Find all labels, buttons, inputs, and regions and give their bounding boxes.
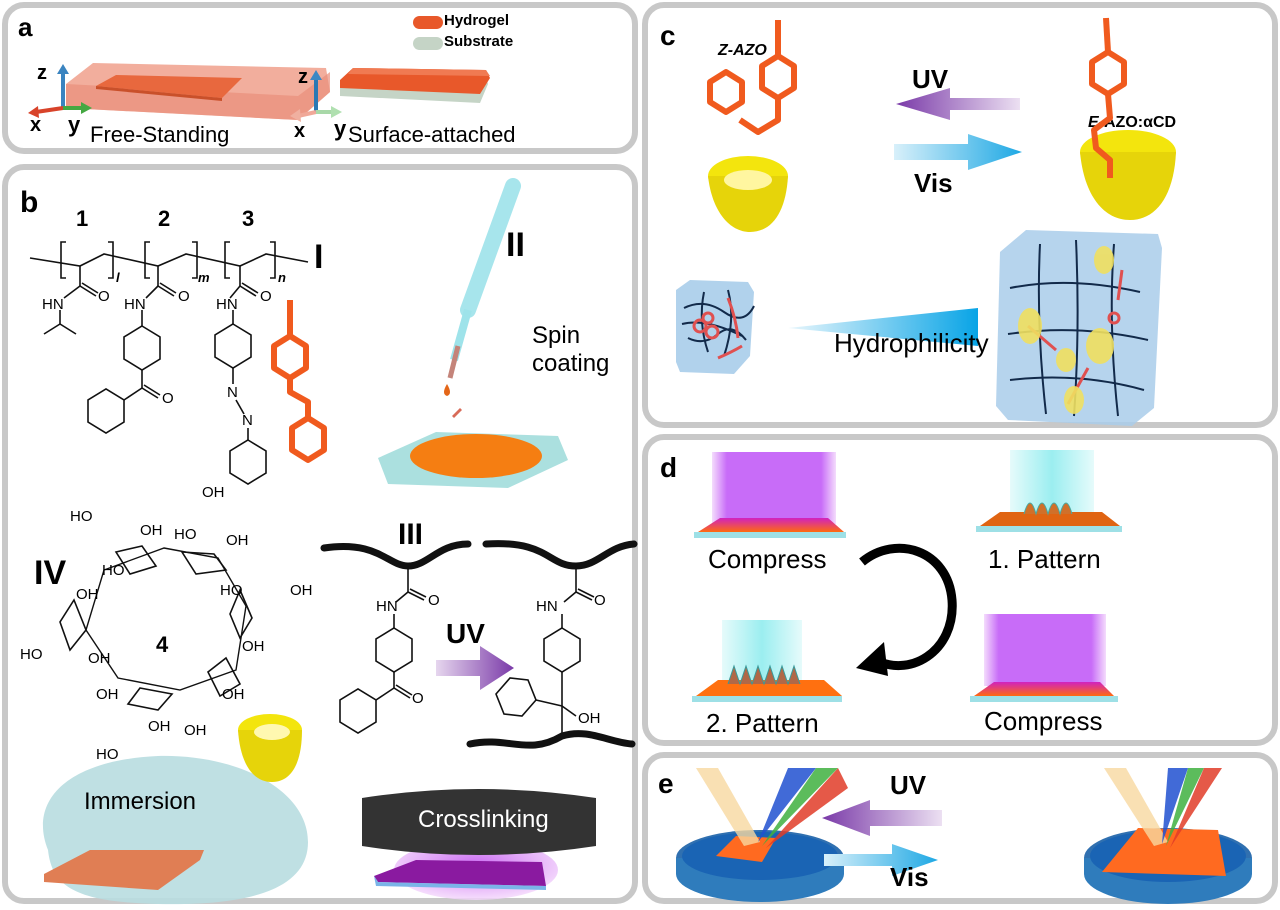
immersion-illustration [42,714,309,905]
hydrophilicity-label: Hydrophilicity [834,328,989,358]
legend-substrate [413,37,443,50]
step-pattern-2: 2. Pattern [706,708,819,738]
step-II-label: II [506,226,525,264]
panel-b-label: b [20,186,39,219]
hydrogel-swelling-illustration [676,230,1162,426]
atom-o-6: O [412,690,424,707]
atom-oh-13: OH [578,710,601,727]
panel-a: a Hydrogel Substrate z x y Free-Standing… [2,2,638,154]
panel-c-label: c [660,20,676,51]
uv-label-c: UV [912,64,949,94]
legend-hydrogel-label: Hydrogel [444,12,510,29]
atom-ho-3: HO [102,562,125,579]
surface-attached-hydrogel-illustration [340,68,490,103]
atom-oh-6: OH [88,650,111,667]
axis-z-label-2: z [298,66,308,88]
atom-o-3: O [162,390,174,407]
panel-c: c Z-AZO E-AZO:αCD UV Vis [642,2,1278,428]
panel-b: b 1 2 3 I l m n HN O HN O O HN O N [2,164,638,905]
step-compress-1: Compress [708,544,827,574]
e-azo-rest: -AZO:αCD [1098,114,1177,131]
vis-label-e: Vis [890,862,929,892]
atom-n-2: N [242,412,253,429]
panel-d: d Compress 1. Pattern Compress 2. Patter… [642,434,1278,746]
monomer-2-label: 2 [158,206,171,231]
azo-photoisomerization-illustration [707,17,1176,232]
atom-oh-4: OH [290,582,313,599]
atom-hn-4: HN [376,598,398,615]
spin-coating-label-line1: Spin [532,322,581,349]
monomer-3-label: 3 [242,206,255,231]
atom-oh-11: OH [184,722,207,739]
vis-label-c: Vis [914,168,953,198]
atom-hn-1: HN [42,296,64,313]
legend-substrate-label: Substrate [444,33,514,50]
immersion-label: Immersion [84,788,197,815]
atom-oh-1: OH [202,484,225,501]
atom-o-7: O [594,592,606,609]
atom-o-2: O [178,288,190,305]
step-pattern-1: 1. Pattern [988,544,1101,574]
uv-label-b: UV [446,618,485,649]
patterning-cycle-illustration [692,450,1122,702]
e-azo-alpha-cd-label: E-AZO:αCD [1088,114,1176,132]
atom-ho-6: HO [96,746,119,763]
atom-oh-8: OH [96,686,119,703]
atom-hn-2: HN [124,296,146,313]
xyz-axes-icon-faded [290,70,342,122]
step-IV-label: IV [34,554,67,592]
step-compress-2: Compress [984,706,1103,736]
e-prefix: E [1088,114,1099,131]
uv-label-e: UV [890,770,927,800]
atom-oh-10: OH [148,718,171,735]
axis-z-label: z [37,62,47,84]
z-azo-label: Z-AZO [718,42,767,59]
atom-o-5: O [428,592,440,609]
crosslinking-illustration [362,789,596,900]
panel-d-label: d [660,452,678,483]
panel-a-label: a [18,12,33,42]
xyz-axes-icon [28,64,92,118]
copolymer-structure [29,241,309,485]
atom-ho-4: HO [220,582,243,599]
legend-hydrogel [413,16,443,29]
atom-oh-3: OH [226,532,249,549]
atom-oh-2: OH [140,522,163,539]
atom-ho-2: HO [174,526,197,543]
free-standing-hydrogel-illustration [66,63,330,120]
atom-oh-7: OH [242,638,265,655]
cyclodextrin-structure [59,545,253,711]
caption-surface-attached: Surface-attached [348,122,516,147]
benzophenone-crosslinking-reaction [320,540,638,749]
atom-o-4: O [260,288,272,305]
diffraction-petri-dish-illustration [676,768,1252,904]
monomer-1-label: 1 [76,206,89,231]
axis-x-label: x [30,114,42,136]
subscript-l: l [116,270,120,285]
atom-oh-5: OH [76,586,99,603]
atom-hn-3: HN [216,296,238,313]
atom-ho-5: HO [20,646,43,663]
cyclodextrin-number: 4 [156,632,169,657]
atom-o-1: O [98,288,110,305]
caption-free-standing: Free-Standing [90,122,230,147]
uv-arrow-right-icon [436,646,514,690]
axis-y-label: y [68,112,81,137]
panel-e-label: e [658,768,674,799]
panel-e: e UV Vis [642,752,1278,904]
subscript-m: m [198,270,210,285]
axis-y-label-2: y [334,116,347,141]
azo-molecule-icon [271,300,327,463]
atom-ho-1: HO [70,508,93,525]
crosslinking-label: Crosslinking [418,806,549,833]
spin-coating-illustration [378,178,568,488]
subscript-n: n [278,270,286,285]
atom-oh-9: OH [222,686,245,703]
step-I-label: I [314,238,324,276]
atom-hn-5: HN [536,598,558,615]
step-III-label: III [398,518,424,551]
axis-x-label-2: x [294,120,306,142]
atom-n-1: N [227,384,238,401]
spin-coating-label-line2: coating [532,350,610,377]
